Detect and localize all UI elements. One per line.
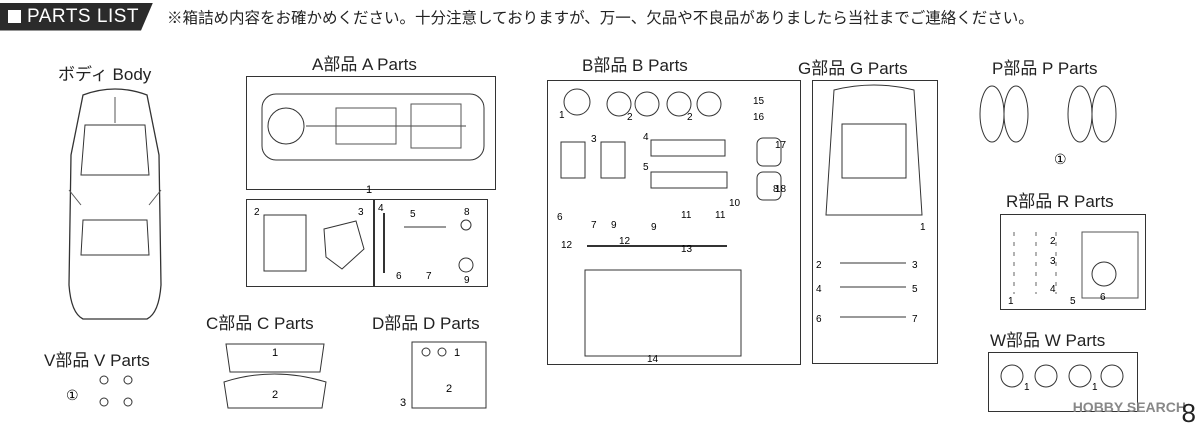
r-num: 6 [1100, 292, 1106, 303]
a-parts-sheet-left [246, 199, 374, 287]
a-parts-sheet [246, 76, 496, 190]
c-num: 2 [272, 389, 278, 401]
b-num: 2 [627, 112, 633, 123]
g-num: 7 [912, 314, 918, 325]
badge-text: PARTS LIST [27, 5, 139, 27]
g-num: 3 [912, 260, 918, 271]
w-parts-sheet [988, 352, 1138, 412]
label-v-parts: V部品 V Parts [44, 351, 150, 370]
r-num: 2 [1050, 236, 1056, 247]
w-num: 1 [1092, 382, 1098, 393]
label-w-parts: W部品 W Parts [990, 331, 1106, 350]
d-num: 2 [446, 383, 452, 395]
a-num: 6 [396, 271, 402, 282]
parts-list-header: PARTS LIST ※箱詰め内容をお確かめください。十分注意しておりますが、万… [0, 0, 1034, 33]
b-num: 16 [753, 112, 765, 123]
b-num: 8 [773, 184, 779, 195]
b-num: 2 [687, 112, 693, 123]
b-num: 10 [729, 198, 741, 209]
label-body: ボディ Body [58, 65, 152, 84]
c-num: 1 [272, 347, 278, 359]
r-num: 4 [1050, 284, 1056, 295]
a-num: 8 [464, 207, 470, 218]
g-num: 6 [816, 314, 822, 325]
c-parts-drawing: 1 2 [223, 343, 327, 409]
label-c-parts: C部品 C Parts [206, 314, 314, 333]
w-parts-drawing: 1 1 [1000, 364, 1124, 393]
a-num: 1 [366, 184, 372, 196]
g-num: 1 [920, 222, 926, 233]
g-parts-drawing: 1 2 3 4 5 6 7 [816, 84, 926, 325]
label-p-parts: P部品 P Parts [992, 59, 1098, 78]
b-num: 7 [591, 220, 597, 231]
label-b-parts: B部品 B Parts [582, 56, 688, 75]
d-num: 1 [454, 347, 460, 359]
a-num: 9 [464, 275, 470, 286]
b-num: 18 [775, 184, 787, 195]
a-parts-chassis-drawing: 1 [261, 93, 485, 196]
label-g-parts: G部品 G Parts [798, 59, 908, 78]
b-num: 1 [559, 110, 565, 121]
page-number: 8 [1181, 398, 1196, 428]
a-parts-sheet-right [374, 199, 488, 287]
b-parts-sheet [547, 80, 801, 365]
d-num: 3 [400, 397, 406, 409]
b-num: 13 [681, 244, 693, 255]
b-num: 14 [647, 354, 659, 365]
r-num: 1 [1008, 296, 1014, 307]
label-a-parts: A部品 A Parts [312, 55, 417, 74]
a-num: 2 [254, 207, 260, 218]
b-num: 5 [643, 162, 649, 173]
a-num: 4 [378, 203, 384, 214]
b-parts-drawing: 1 2 2 3 4 5 6 7 8 9 9 10 11 11 12 12 13 … [557, 88, 787, 365]
a-parts-small-drawing: 2 3 4 5 6 7 8 9 [254, 203, 474, 286]
body-shell-drawing [68, 88, 162, 320]
label-r-parts: R部品 R Parts [1006, 192, 1114, 211]
r-num: 3 [1050, 256, 1056, 267]
p-num: ① [1054, 151, 1067, 167]
b-num: 11 [715, 210, 726, 221]
a-num: 7 [426, 271, 432, 282]
b-num: 17 [775, 140, 787, 151]
g-num: 5 [912, 284, 918, 295]
watermark: HOBBY SEARCH [1072, 399, 1186, 415]
label-d-parts: D部品 D Parts [372, 314, 480, 333]
b-num: 9 [651, 222, 657, 233]
b-num: 3 [591, 134, 597, 145]
b-num: 4 [643, 132, 649, 143]
g-num: 2 [816, 260, 822, 271]
b-num: 11 [681, 210, 692, 221]
p-parts-tyres: ① [979, 85, 1117, 167]
square-icon [8, 10, 21, 23]
b-num: 6 [557, 212, 563, 223]
b-num: 12 [619, 236, 631, 247]
a-num: 3 [358, 207, 364, 218]
r-parts-sheet [1000, 214, 1146, 310]
b-num: 15 [753, 96, 765, 107]
d-parts-drawing: 1 2 3 [400, 341, 487, 409]
notice-text: ※箱詰め内容をお確かめください。十分注意しておりますが、万一、欠品や不良品があり… [167, 9, 1034, 27]
b-num: 12 [561, 240, 573, 251]
g-num: 4 [816, 284, 822, 295]
r-parts-drawing: 1 2 3 4 5 6 [1008, 231, 1139, 307]
b-num: 9 [611, 220, 617, 231]
a-num: 5 [410, 209, 416, 220]
parts-list-badge: PARTS LIST [0, 3, 153, 31]
w-num: 1 [1024, 382, 1030, 393]
v-num: ① [66, 387, 79, 403]
r-num: 5 [1070, 296, 1076, 307]
v-parts-drawing: ① [66, 375, 133, 407]
